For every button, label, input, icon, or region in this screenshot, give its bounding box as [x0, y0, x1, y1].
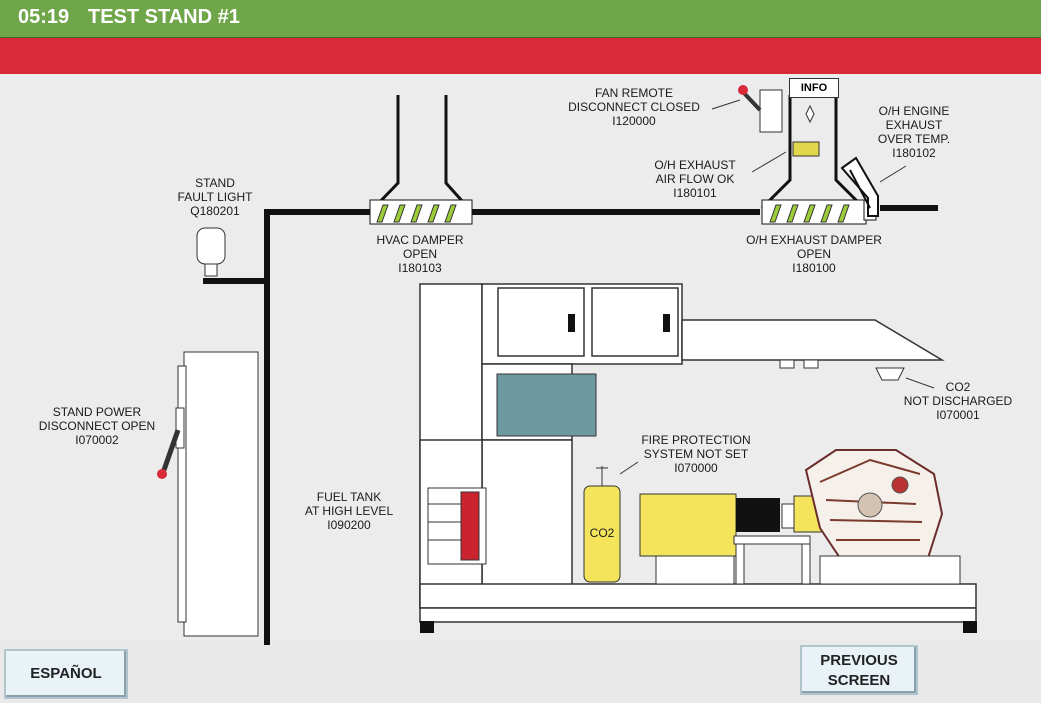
- oh-exhaust-airflow-label: O/H EXHAUST AIR FLOW OK I180101: [654, 158, 736, 200]
- bulb-icon: [805, 104, 815, 124]
- oh-exhaust-damper-label: O/H EXHAUST DAMPER OPEN I180100: [746, 233, 882, 275]
- title-bar: 05:19 TEST STAND #1: [0, 0, 1041, 38]
- previous-screen-button[interactable]: PREVIOUS SCREEN: [800, 645, 918, 695]
- stand-power-label: STAND POWER DISCONNECT OPEN I070002: [38, 405, 156, 447]
- co2-tank-label: CO2: [589, 526, 615, 540]
- hvac-damper-label: HVAC DAMPER OPEN I180103: [376, 233, 464, 275]
- engine-icon: [804, 449, 961, 585]
- fire-protection-label: FIRE PROTECTION SYSTEM NOT SET I070000: [641, 433, 751, 475]
- stand-fault-light[interactable]: [196, 227, 226, 277]
- stand-power-cabinet[interactable]: [157, 351, 259, 637]
- co2-discharge-label: CO2 NOT DISCHARGED I070001: [903, 380, 1013, 422]
- fuel-tank[interactable]: [427, 487, 487, 565]
- hvac-damper[interactable]: [368, 95, 474, 225]
- control-monitor: [496, 373, 597, 437]
- fan-disconnect-switch[interactable]: [738, 85, 783, 133]
- co2-nozzle: [875, 367, 905, 381]
- fuel-tank-label: FUEL TANK AT HIGH LEVEL I090200: [304, 490, 394, 532]
- previous-label-line1: PREVIOUS: [820, 652, 898, 669]
- airflow-sensor: [792, 141, 820, 157]
- stand-fault-light-label: STAND FAULT LIGHT Q180201: [177, 176, 253, 218]
- dynamometer: [639, 493, 831, 585]
- oh-engine-exhaust-label: O/H ENGINE EXHAUST OVER TEMP. I180102: [877, 104, 951, 160]
- previous-label-line2: SCREEN: [827, 672, 891, 689]
- co2-tank[interactable]: [583, 466, 621, 583]
- clock-time: 05:19: [18, 6, 70, 28]
- espanol-button[interactable]: ESPAÑOL: [4, 649, 128, 699]
- fan-remote-label: FAN REMOTE DISCONNECT CLOSED I120000: [568, 86, 700, 128]
- exhaust-duct: [203, 205, 938, 645]
- screen-title: TEST STAND #1: [88, 6, 240, 28]
- espanol-label: ESPAÑOL: [30, 665, 102, 682]
- alarm-banner: [0, 38, 1041, 74]
- info-button[interactable]: INFO: [789, 78, 839, 98]
